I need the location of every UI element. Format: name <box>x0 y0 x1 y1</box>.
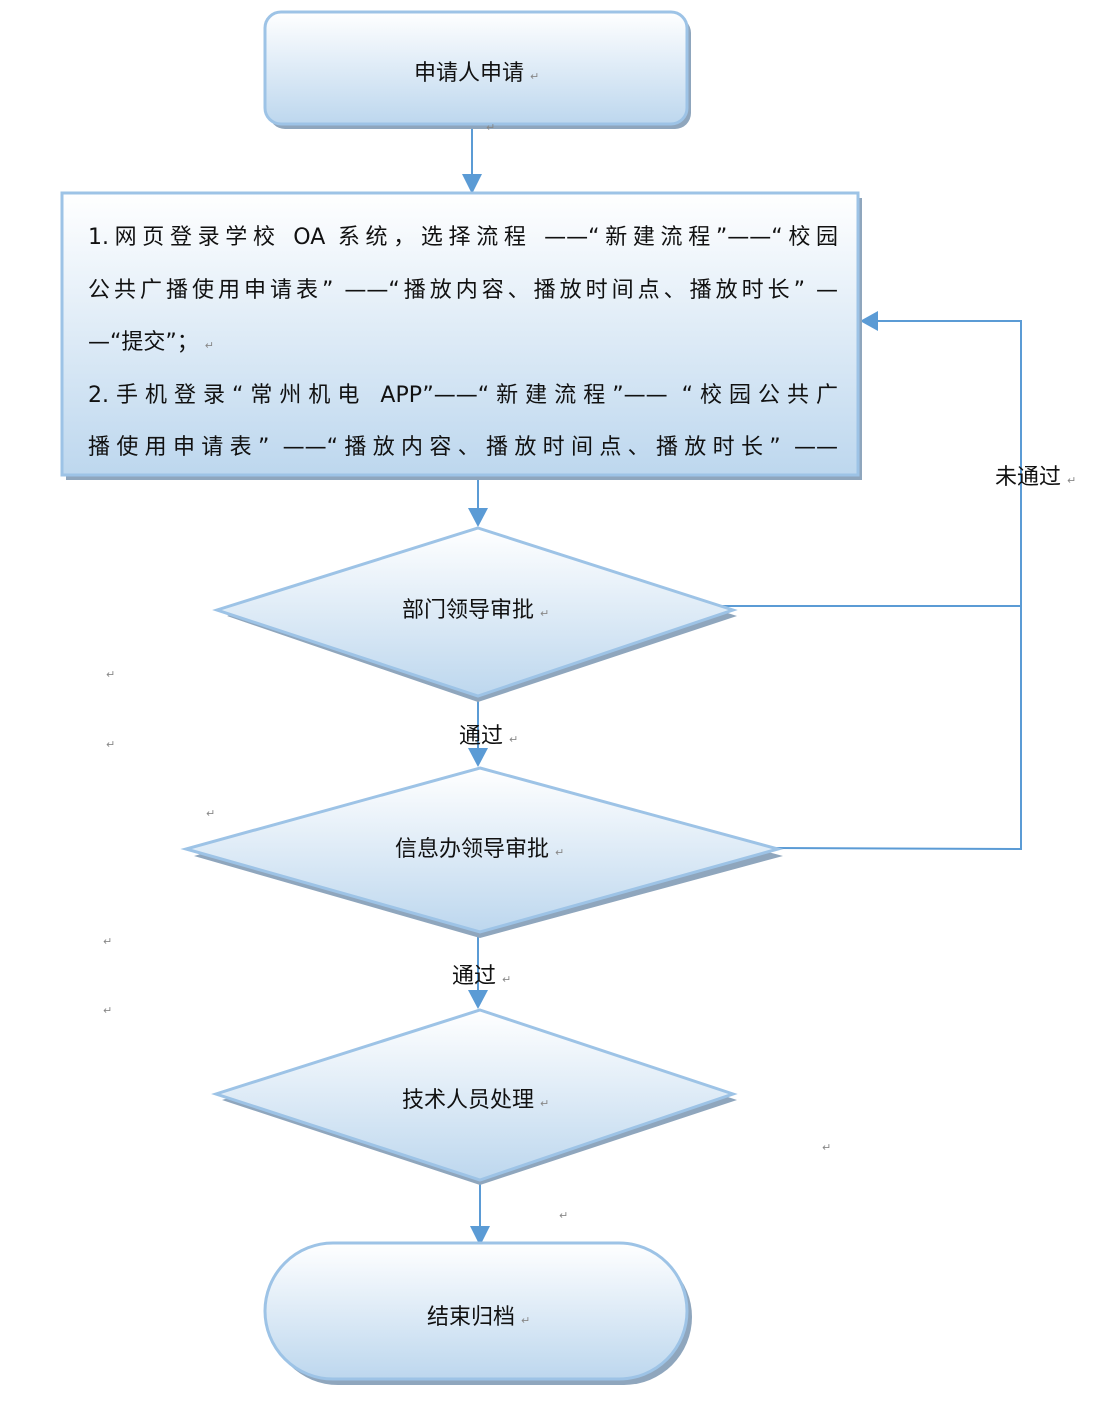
dept-approval-label: 部门领导审批 ↵ <box>402 592 549 624</box>
paragraph-mark-icon: ↵ <box>204 339 215 352</box>
label-text: 申请人申请 <box>414 61 525 86</box>
arrowhead <box>468 508 488 527</box>
tech-handling-node <box>211 1008 738 1185</box>
edge-label-pass-1: 通过 ↵ <box>459 718 518 750</box>
process-line: 公共广播使用申请表” ——“播放内容、播放时间点、播放时长” — <box>88 277 838 303</box>
connectors <box>462 126 1022 1246</box>
info-approval-label: 信息办领导审批 ↵ <box>395 831 564 863</box>
tech-handling-label: 技术人员处理 ↵ <box>402 1082 549 1114</box>
arrowhead <box>860 311 878 331</box>
process-line: 2.手机登录“常州机电 APP”——“新建流程”—— “校园公共广 <box>88 382 838 408</box>
arrowhead <box>468 990 488 1009</box>
paragraph-mark-icon: ↵ <box>521 1314 531 1327</box>
label-text: 结束归档 <box>427 1305 516 1330</box>
paragraph-mark-icon: ↵ <box>106 668 116 681</box>
label-text: 通过 <box>459 724 504 749</box>
paragraph-mark-icon: ↵ <box>502 973 512 986</box>
paragraph-mark-icon: ↵ <box>103 935 113 948</box>
process-line: 1.网页登录学校 OA 系统，选择流程 ——“新建流程”——“校园 <box>88 225 838 250</box>
paragraph-mark-icon: ↵ <box>540 1097 550 1110</box>
end-node <box>263 1241 692 1385</box>
paragraph-mark-icon: ↵ <box>555 846 565 859</box>
edge-label-reject: 未通过 ↵ <box>995 459 1076 491</box>
dept-approval-node <box>212 526 738 702</box>
label-text: 部门领导审批 <box>402 598 535 623</box>
paragraph-mark-icon: ↵ <box>1067 474 1077 487</box>
arrowhead <box>468 748 488 767</box>
label-text: 通过 <box>452 964 497 989</box>
arrowhead <box>462 174 482 194</box>
paragraph-mark-icon: ↵ <box>822 1141 832 1154</box>
end-node-label: 结束归档 ↵ <box>427 1299 530 1331</box>
process-line: —“提交”； ↵ <box>88 317 838 370</box>
info-approval-node <box>180 766 784 938</box>
paragraph-mark-icon: ↵ <box>540 607 550 620</box>
paragraph-mark-icon: ↵ <box>509 733 519 746</box>
label-text: 技术人员处理 <box>402 1088 535 1113</box>
paragraph-mark-icon: ↵ <box>486 121 496 134</box>
process-line: 播使用申请表” ——“播放内容、播放时间点、播放时长” —— <box>88 435 838 460</box>
paragraph-mark-icon: ↵ <box>559 1209 569 1222</box>
edge-label-pass-2: 通过 ↵ <box>452 958 511 990</box>
paragraph-mark-icon: ↵ <box>103 1004 113 1017</box>
process-node <box>60 191 862 480</box>
paragraph-mark-icon: ↵ <box>106 738 116 751</box>
label-text: 未通过 <box>995 465 1062 490</box>
edge-info-reject <box>774 320 1022 851</box>
process-node-text: 1.网页登录学校 OA 系统，选择流程 ——“新建流程”——“校园 公共广播使用… <box>88 212 838 475</box>
paragraph-mark-icon: ↵ <box>530 70 540 83</box>
process-line-text: —“提交”； <box>88 330 199 355</box>
start-node <box>263 10 691 129</box>
paragraph-mark-icon: ↵ <box>206 807 216 820</box>
label-text: 信息办领导审批 <box>395 837 550 862</box>
arrowhead <box>470 1226 490 1246</box>
start-node-label: 申请人申请 ↵ <box>414 55 539 87</box>
